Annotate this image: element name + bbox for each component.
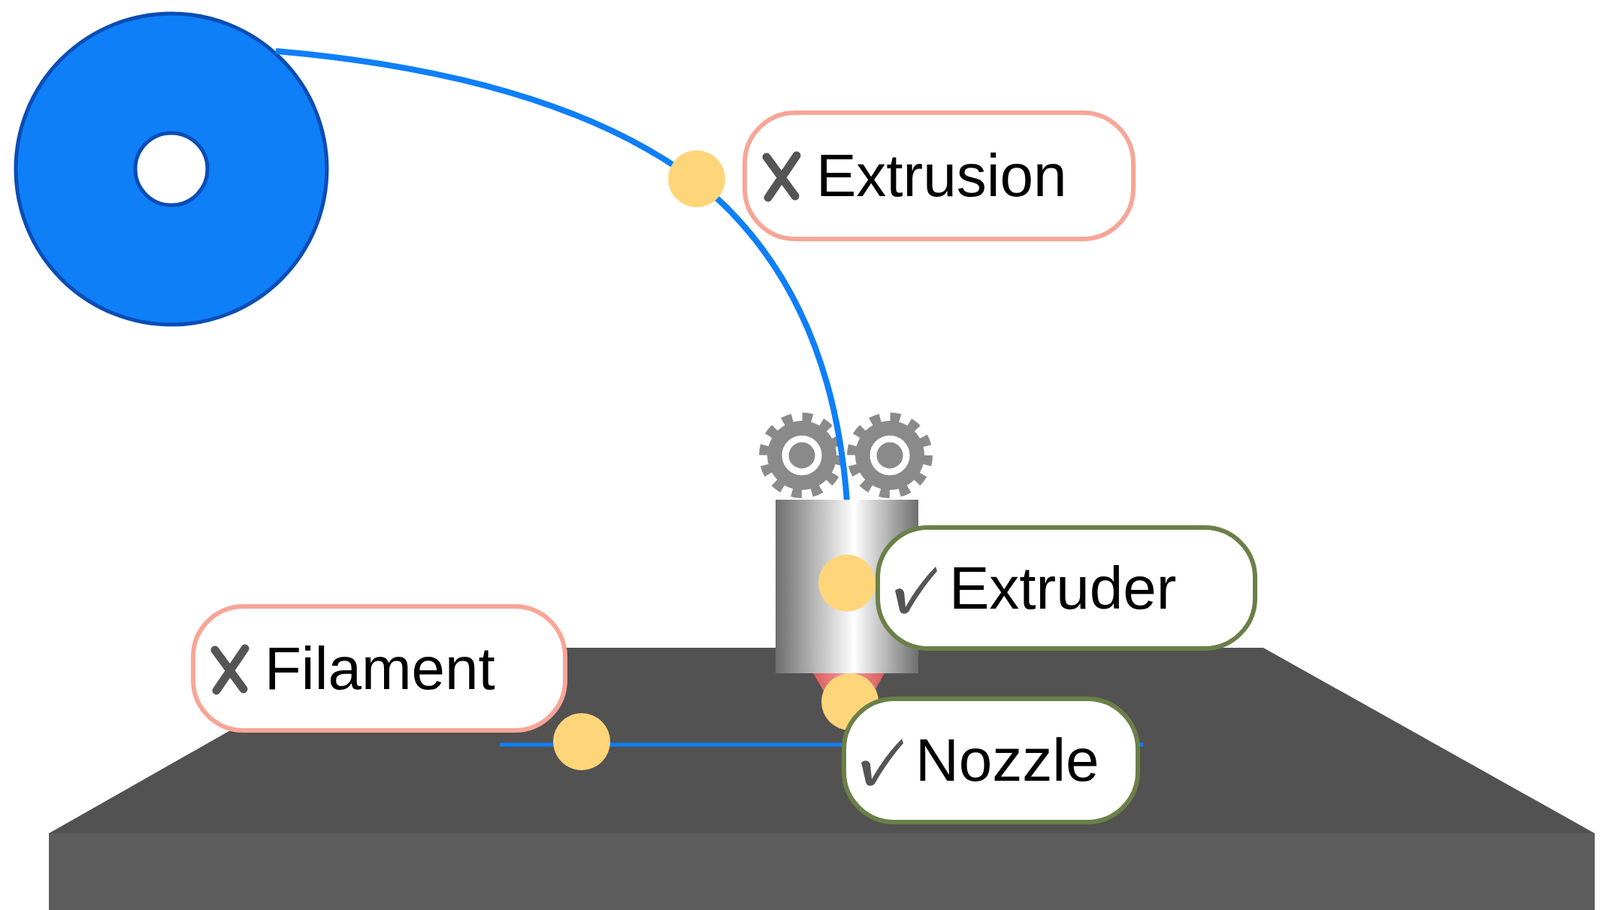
callout-box: Nozzle: [841, 696, 1141, 825]
pointer-dot: [818, 554, 876, 612]
cross-stroke: [214, 648, 245, 691]
spool-hole: [135, 133, 208, 206]
pointer-dot: [668, 150, 726, 208]
bed-front: [48, 833, 1595, 910]
cross-icon: [205, 642, 255, 696]
cross-icon: [757, 149, 806, 203]
check-icon: [856, 734, 905, 787]
drive-gear: [764, 417, 840, 494]
check-stroke: [861, 738, 904, 787]
gear-body: [767, 420, 837, 490]
gear-teeth: [764, 417, 840, 494]
part-label: Filament: [264, 638, 496, 699]
part-label: Extruder: [949, 558, 1177, 619]
callout-box: Extruder: [875, 525, 1258, 651]
filament-strand: [275, 51, 847, 503]
cross-stroke: [766, 155, 797, 198]
gear-teeth: [852, 417, 928, 494]
filament-spool: [15, 13, 327, 325]
part-label: Nozzle: [915, 730, 1100, 791]
check-icon: [890, 562, 939, 615]
gear-ring: [785, 438, 819, 472]
part-label: Extrusion: [816, 145, 1067, 206]
gear-body: [855, 420, 925, 490]
callout-box: Extrusion: [742, 110, 1136, 242]
check-stroke: [895, 566, 938, 614]
drive-gear: [852, 417, 928, 494]
pointer-dot: [553, 713, 611, 771]
gear-ring: [873, 438, 907, 472]
callout-box: Filament: [190, 604, 568, 733]
